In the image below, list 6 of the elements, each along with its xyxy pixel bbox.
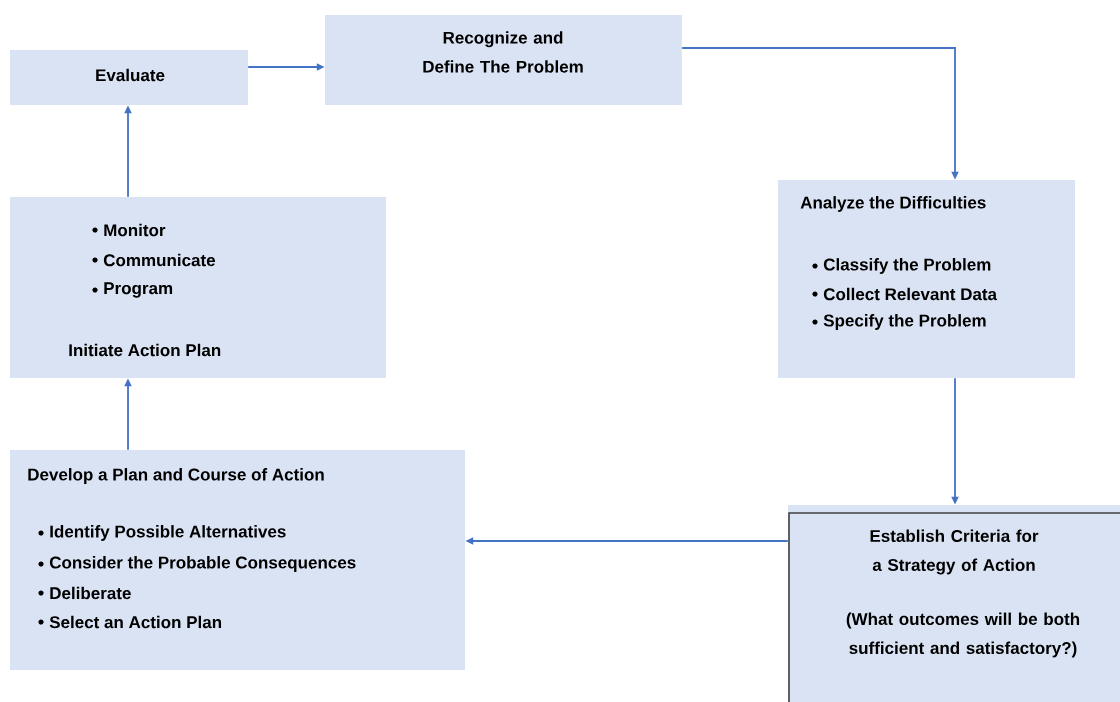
process-box: Recognize and Define The Problem xyxy=(325,15,682,105)
process-box: Monitor Communicate Program Initiate Action Plan xyxy=(10,197,386,378)
process-box: Analyze the Difficulties Classify the Problem Collect Relevant Data Specify the Problem xyxy=(778,180,1075,378)
process-box: Develop a Plan and Course of Action Identify Possible Alternatives Consider the Probable Consequences Deliberate Select an Action Plan xyxy=(10,450,465,670)
process-box: Evaluate xyxy=(10,50,248,105)
process-box: Establish Criteria for a Strategy of Action (What outcomes will be both sufficient and satisfactory?) xyxy=(788,505,1120,702)
